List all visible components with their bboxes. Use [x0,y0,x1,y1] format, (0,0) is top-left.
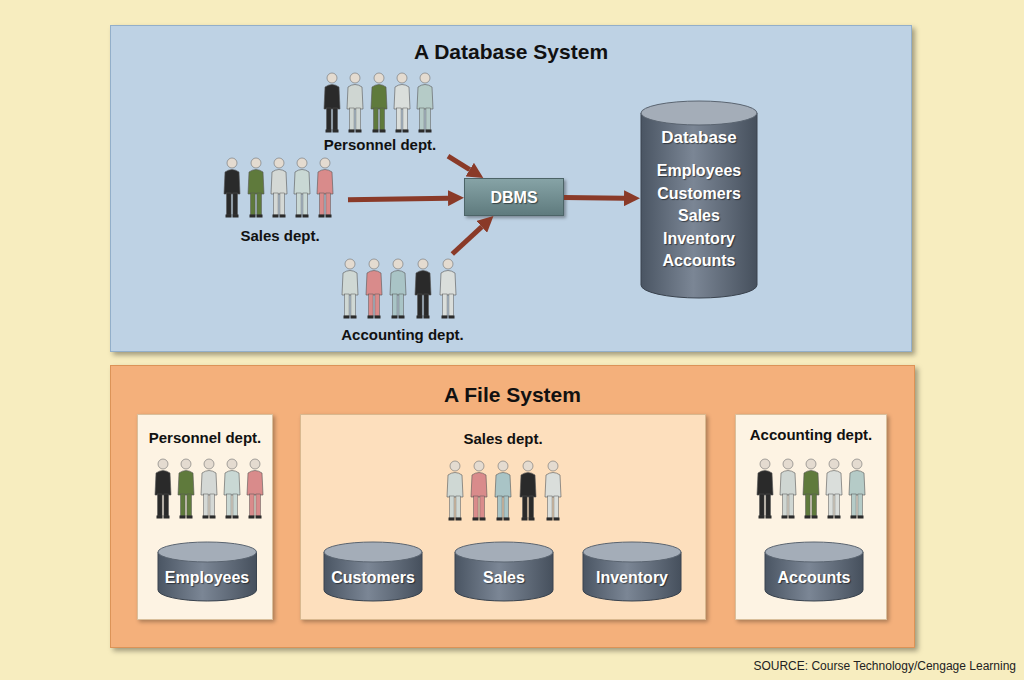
person-figure [224,459,240,519]
file-label: Sales [483,568,525,587]
accounting-people [342,259,456,319]
cylinder-body [641,113,757,298]
person-figure [394,73,410,133]
person-figure [520,461,536,521]
panel-title: A Database System [414,39,608,64]
person-figure [390,259,406,319]
source-note: SOURCE: Course Technology/Cengage Learni… [753,659,1016,673]
text-block: Sales dept. [212,227,348,245]
text-block: DatabaseEmployees Customers Sales Invent… [640,128,758,272]
sales-people [224,158,333,218]
person-figure [440,259,456,319]
text-block: A File System [111,382,914,407]
person-figure [342,259,358,319]
person-figure [324,73,340,133]
file-label: Employees [165,568,249,587]
database-cylinder: DatabaseEmployees Customers Sales Invent… [640,100,758,298]
department-group: Sales dept. [212,153,348,249]
dbms-box: DBMS [464,178,564,216]
file-personnel-people [155,459,263,519]
cylinder-top [455,542,553,562]
cylinder-top [158,542,256,562]
database-title: Database [661,128,737,148]
person-figure [178,459,194,519]
person-figure [201,459,217,519]
text-block: Personnel dept. [138,429,272,447]
cylinder-top [765,542,863,562]
person-figure [545,461,561,521]
person-figure [471,461,487,521]
file-cylinder: Customers [323,541,423,601]
department-label: Sales dept. [463,430,542,448]
person-figure [248,158,264,218]
flow-arrow [348,198,448,200]
person-figure [417,73,433,133]
file-sales-people [447,461,561,521]
person-figure [415,259,431,319]
flow-arrow [452,227,481,254]
file-label: Inventory [596,568,668,587]
person-figure [803,459,819,519]
department-box: Accounts Accounting dept. [735,414,887,620]
department-group: Personnel dept. [312,68,448,160]
file-cylinder: Employees [157,541,257,601]
flow-arrow [564,195,624,201]
text-block: Customers [323,568,423,587]
text-block: Accounting dept. [330,326,475,344]
system-panel: Employees Personnel dept. Customers Sales In… [110,365,915,648]
department-label: Accounting dept. [750,426,873,444]
text-block: Sales dept. [301,430,705,448]
text-block: Inventory [582,568,682,587]
department-box: Customers Sales Inventory Sales dept. [300,414,706,620]
person-figure [757,459,773,519]
person-figure [447,461,463,521]
cylinder-top [324,542,422,562]
file-label: Customers [331,568,415,587]
person-figure [294,158,310,218]
file-cylinder: Inventory [582,541,682,601]
department-group: Accounting dept. [330,254,475,346]
department-label: Personnel dept. [149,429,262,447]
table-list: Employees Customers Sales Inventory Acco… [657,160,741,272]
text-block: Personnel dept. [312,136,448,154]
person-figure [826,459,842,519]
file-label: Accounts [778,568,851,587]
text-block: Sales [454,568,554,587]
person-figure [495,461,511,521]
person-figure [780,459,796,519]
person-figure [271,158,287,218]
dbms-label: DBMS [490,188,537,207]
text-block: Accounts [764,568,864,587]
file-accounting-people [757,459,865,519]
panel-title: A File System [444,382,581,407]
department-box: Employees Personnel dept. [137,414,273,620]
cylinder-top [583,542,681,562]
personnel-people [324,73,433,133]
file-cylinder: Accounts [764,541,864,601]
flow-arrow [448,156,470,169]
cylinder-top [641,101,757,125]
text-block: A Database System [111,39,911,64]
department-label: Personnel dept. [324,136,437,154]
person-figure [849,459,865,519]
text-block: Employees [157,568,257,587]
person-figure [347,73,363,133]
text-block: DBMS [465,188,563,207]
person-figure [366,259,382,319]
person-figure [224,158,240,218]
person-figure [317,158,333,218]
person-figure [371,73,387,133]
department-label: Sales dept. [240,227,319,245]
text-block: Accounting dept. [736,426,886,444]
system-panel: Personnel dept. Sales dept. Accounting dep… [110,25,912,352]
department-label: Accounting dept. [341,326,464,344]
person-figure [155,459,171,519]
file-cylinder: Sales [454,541,554,601]
person-figure [247,459,263,519]
